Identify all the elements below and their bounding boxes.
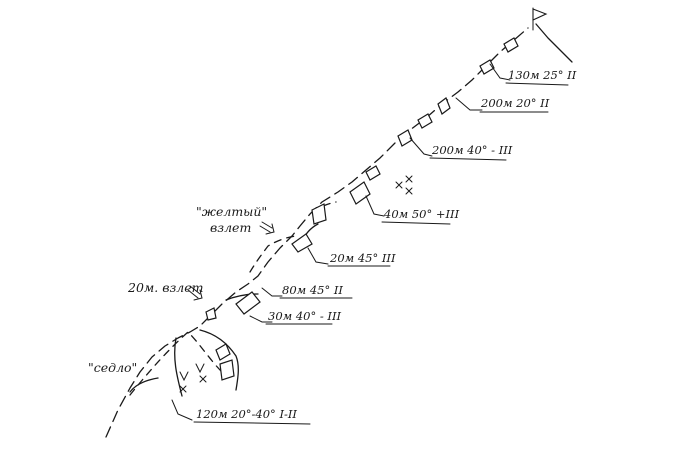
rock-outcrop-icon bbox=[235, 291, 261, 315]
rock-outcrop-icon bbox=[417, 113, 433, 129]
cross-marks bbox=[179, 175, 413, 393]
rock-outcrop-icon bbox=[349, 181, 371, 205]
yellow-band-sublabel: взлет bbox=[210, 220, 251, 235]
cross-mark-icon bbox=[195, 363, 205, 374]
pitch-label-7: 30м 40° - III bbox=[268, 309, 341, 323]
saddle-label: "седло" bbox=[88, 360, 137, 375]
pitch-label-3: 200м 40° - III bbox=[431, 143, 513, 157]
cross-mark-icon bbox=[405, 175, 413, 183]
double-arrow-icon bbox=[187, 285, 203, 301]
leader-lines bbox=[171, 63, 511, 421]
rock-outcrop-icon bbox=[365, 165, 381, 181]
cross-mark-icon bbox=[199, 375, 207, 383]
pitch-label-2: 200м 20° II bbox=[480, 96, 550, 110]
rock-outcrops bbox=[205, 37, 519, 381]
rock-outcrop-icon bbox=[311, 203, 327, 225]
ridge-outline bbox=[105, 23, 573, 438]
label-underlines bbox=[193, 82, 569, 425]
pitch-label-8: 120м 20°-40° I-II bbox=[196, 407, 297, 421]
yellow-band-label: "желтый" bbox=[196, 204, 267, 219]
band-20m-label: 20м. взлет bbox=[127, 280, 204, 295]
rock-outcrop-icon bbox=[503, 37, 519, 53]
rock-outcrop-icon bbox=[219, 359, 235, 381]
cross-mark-icon bbox=[179, 371, 189, 382]
summit-flag-icon bbox=[532, 7, 548, 31]
pitch-label-4: 40м 50° +III bbox=[383, 207, 460, 221]
rock-outcrop-icon bbox=[479, 59, 495, 75]
rock-outcrop-icon bbox=[291, 233, 313, 253]
rock-outcrop-icon bbox=[215, 343, 231, 361]
cross-mark-icon bbox=[179, 385, 187, 393]
double-arrow-icon bbox=[259, 221, 275, 235]
cross-mark-icon bbox=[405, 187, 413, 195]
rock-outcrop-icon bbox=[205, 307, 217, 321]
pitch-label-1: 130м 25° II bbox=[508, 68, 577, 82]
pitch-label-5: 20м 45° III bbox=[329, 251, 396, 265]
pitch-label-6: 80м 45° II bbox=[282, 283, 343, 297]
cross-mark-icon bbox=[395, 181, 403, 189]
rock-outcrop-icon bbox=[437, 97, 451, 115]
